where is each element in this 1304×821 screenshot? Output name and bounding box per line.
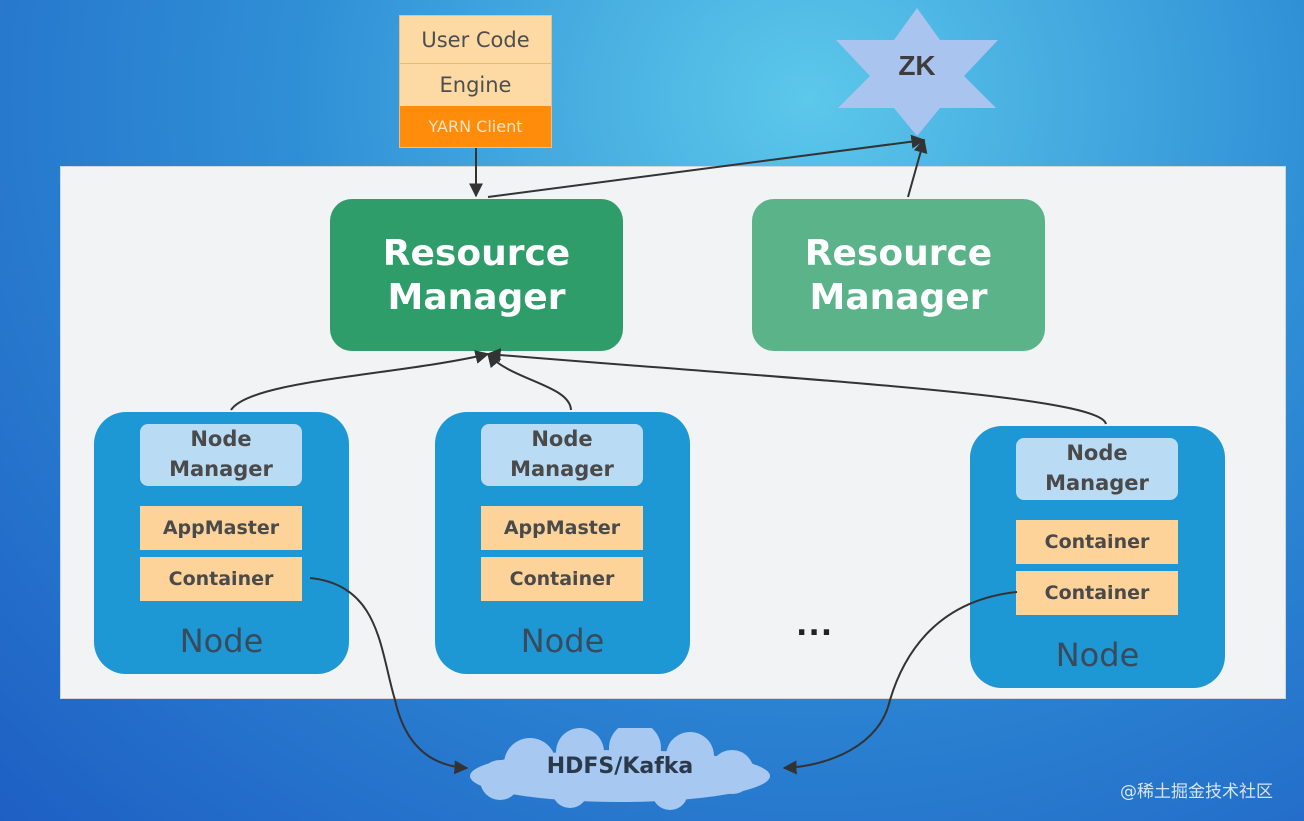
storage-label: HDFS/Kafka — [546, 754, 694, 779]
ellipsis: ... — [796, 608, 834, 643]
zk-star-icon — [836, 8, 998, 136]
nm-line1: Node — [531, 427, 593, 451]
rm-active-line2: Manager — [387, 277, 566, 318]
watermark: @稀土掘金技术社区 — [1120, 782, 1273, 802]
nm-line1: Node — [1066, 441, 1128, 465]
rm-active-line1: Resource — [382, 233, 571, 274]
rm-standby-line1: Resource — [804, 233, 993, 274]
arrow-rm2-to-zk — [907, 138, 928, 198]
arrow-node1-to-rm — [230, 350, 490, 411]
nm-line2: Manager — [510, 457, 614, 481]
nm-line1: Node — [190, 427, 252, 451]
nm-line2: Manager — [1045, 471, 1149, 495]
container-box: Container — [140, 557, 302, 601]
yarn-client-box: YARN Client — [400, 106, 551, 147]
container-box: Container — [1016, 571, 1178, 615]
appmaster-box: AppMaster — [481, 506, 643, 550]
user-code-box: User Code — [400, 16, 551, 64]
arrow-container-to-hdfs-2 — [782, 591, 1018, 775]
engine-box: Engine — [400, 64, 551, 106]
cloud-icon — [470, 728, 770, 810]
arrow-node3-to-rm — [486, 348, 1107, 425]
arrow-node2-to-rm — [487, 352, 572, 411]
container-box: Container — [481, 557, 643, 601]
node-label: Node — [1055, 636, 1140, 674]
client-stack: User Code Engine YARN Client — [399, 15, 552, 148]
zk-label: ZK — [898, 50, 936, 81]
container-box: Container — [1016, 520, 1178, 564]
arrow-rm-to-zk — [487, 134, 926, 198]
node-label: Node — [520, 622, 605, 660]
arrow-container-to-hdfs — [309, 577, 469, 775]
rm-standby-line2: Manager — [809, 277, 988, 318]
nm-line2: Manager — [169, 457, 273, 481]
appmaster-box: AppMaster — [140, 506, 302, 550]
node-label: Node — [179, 622, 264, 660]
